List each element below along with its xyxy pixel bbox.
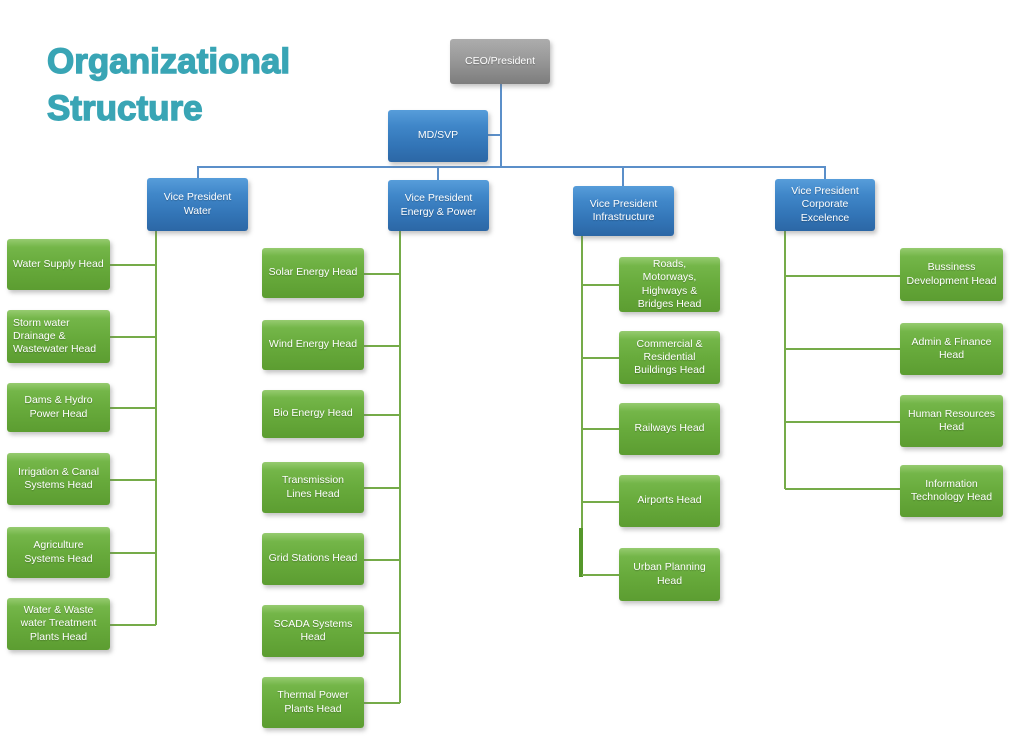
connector-col1-stub-4 <box>110 479 156 481</box>
node-airports-head: Airports Head <box>619 475 720 527</box>
connector-col2-stub-7 <box>364 702 400 704</box>
node-ceo-president-label: CEO/President <box>464 54 536 67</box>
connector-col1-stub-1 <box>110 264 156 266</box>
connector-col2-stub-3 <box>364 414 400 416</box>
node-human-resources-head: Human Resources Head <box>900 395 1003 447</box>
node-information-technology-head: Information Technology Head <box>900 465 1003 517</box>
node-label: SCADA Systems Head <box>273 617 353 643</box>
connector-ceo-vertical <box>500 84 502 168</box>
connector-col3-stub-5 <box>582 574 619 576</box>
connector-col4-stub-3 <box>785 421 900 423</box>
connector-col2-stub-2 <box>364 345 400 347</box>
node-md-svp-label: MD/SVP <box>417 129 459 142</box>
node-vp-infrastructure: Vice President Infrastructure <box>573 186 674 236</box>
page-title: Organizational Structure <box>46 38 291 132</box>
node-label: Grid Stations Head <box>268 552 358 565</box>
node-irrigation-canal-systems-head: Irrigation & Canal Systems Head <box>7 453 110 505</box>
node-label: Roads, Motorways, Highways & Bridges Hea… <box>637 258 702 310</box>
node-label: Dams & Hydro Power Head <box>24 394 93 420</box>
node-label: Storm water Drainage & Wastewater Head <box>13 316 97 356</box>
node-label: Bussiness Development Head <box>906 261 997 287</box>
node-label: Thermal Power Plants Head <box>277 689 349 715</box>
node-railways-head: Railways Head <box>619 403 720 455</box>
node-label: Transmission Lines Head <box>281 474 345 500</box>
node-water-waste-water-treatment-plants-head: Water & Waste water Treatment Plants Hea… <box>7 598 110 650</box>
connector-col2-stub-5 <box>364 559 400 561</box>
node-vp-water: Vice President Water <box>147 178 248 231</box>
node-label: Railways Head <box>634 422 705 435</box>
node-label: Agriculture Systems Head <box>24 539 93 565</box>
node-thermal-power-plants-head: Thermal Power Plants Head <box>262 677 364 728</box>
node-label: Urban Planning Head <box>633 561 706 587</box>
connector-vp-energy-stub <box>437 166 439 181</box>
node-label: Wind Energy Head <box>268 338 358 351</box>
node-agriculture-systems-head: Agriculture Systems Head <box>7 527 110 578</box>
node-vp-corporate-excelence-label: Vice President Corporate Excelence <box>791 185 859 224</box>
node-label: Solar Energy Head <box>268 266 358 279</box>
node-commercial-residential-buildings-head: Commercial & Residential Buildings Head <box>619 331 720 384</box>
node-label: Human Resources Head <box>908 407 995 433</box>
node-label: Airports Head <box>637 494 702 507</box>
connector-col1-vertical <box>155 231 157 625</box>
node-vp-infrastructure-label: Vice President Infrastructure <box>589 197 658 223</box>
connector-col3-vertical <box>581 236 583 575</box>
node-label: Water & Waste water Treatment Plants Hea… <box>20 604 97 643</box>
connector-col1-stub-5 <box>110 552 156 554</box>
node-bio-energy-head: Bio Energy Head <box>262 390 364 438</box>
connector-vp-row <box>197 166 826 168</box>
node-transmission-lines-head: Transmission Lines Head <box>262 462 364 513</box>
connector-col2-stub-1 <box>364 273 400 275</box>
node-label: Water Supply Head <box>13 257 104 270</box>
node-label: Admin & Finance Head <box>911 335 992 361</box>
connector-col4-stub-2 <box>785 348 900 350</box>
connector-col2-stub-6 <box>364 632 400 634</box>
connector-col1-stub-3 <box>110 407 156 409</box>
connector-col3-stub-2 <box>582 357 619 359</box>
connector-col3-stub-1 <box>582 284 619 286</box>
node-urban-planning-head: Urban Planning Head <box>619 548 720 601</box>
connector-col4-vertical <box>784 231 786 489</box>
node-label: Irrigation & Canal Systems Head <box>17 465 100 491</box>
node-label: Information Technology Head <box>910 477 993 503</box>
node-water-supply-head: Water Supply Head <box>7 239 110 290</box>
connector-col1-stub-6 <box>110 624 156 626</box>
connector-col3-stub-4 <box>582 501 619 503</box>
node-storm-water-drainage-wastewater-head: Storm water Drainage & Wastewater Head <box>7 310 110 363</box>
node-label: Bio Energy Head <box>273 407 353 420</box>
connector-col2-stub-4 <box>364 487 400 489</box>
node-grid-stations-head: Grid Stations Head <box>262 533 364 585</box>
node-ceo-president: CEO/President <box>450 39 550 84</box>
connector-col3-thick-segment <box>579 528 583 577</box>
node-vp-water-label: Vice President Water <box>163 191 232 217</box>
connector-col1-stub-2 <box>110 336 156 338</box>
node-admin-finance-head: Admin & Finance Head <box>900 323 1003 375</box>
connector-col4-stub-1 <box>785 275 900 277</box>
node-vp-energy-power-label: Vice President Energy & Power <box>400 192 477 218</box>
node-vp-corporate-excelence: Vice President Corporate Excelence <box>775 179 875 231</box>
title-line-2: Structure <box>46 88 203 128</box>
connector-col3-stub-3 <box>582 428 619 430</box>
node-roads-motorways-highways-bridges-head: Roads, Motorways, Highways & Bridges Hea… <box>619 257 720 312</box>
connector-col4-stub-4 <box>785 488 900 490</box>
node-md-svp: MD/SVP <box>388 110 488 162</box>
connector-col2-vertical <box>399 231 401 703</box>
node-solar-energy-head: Solar Energy Head <box>262 248 364 298</box>
connector-vp-water-stub <box>197 166 199 179</box>
node-wind-energy-head: Wind Energy Head <box>262 320 364 370</box>
node-label: Commercial & Residential Buildings Head <box>634 337 705 377</box>
connector-vp-corporate-stub <box>824 166 826 180</box>
node-vp-energy-power: Vice President Energy & Power <box>388 180 489 231</box>
title-line-1: Organizational <box>46 41 291 81</box>
connector-vp-infrastructure-stub <box>622 166 624 186</box>
node-bussiness-development-head: Bussiness Development Head <box>900 248 1003 301</box>
node-scada-systems-head: SCADA Systems Head <box>262 605 364 657</box>
connector-md-stub <box>488 134 501 136</box>
node-dams-hydro-power-head: Dams & Hydro Power Head <box>7 383 110 432</box>
